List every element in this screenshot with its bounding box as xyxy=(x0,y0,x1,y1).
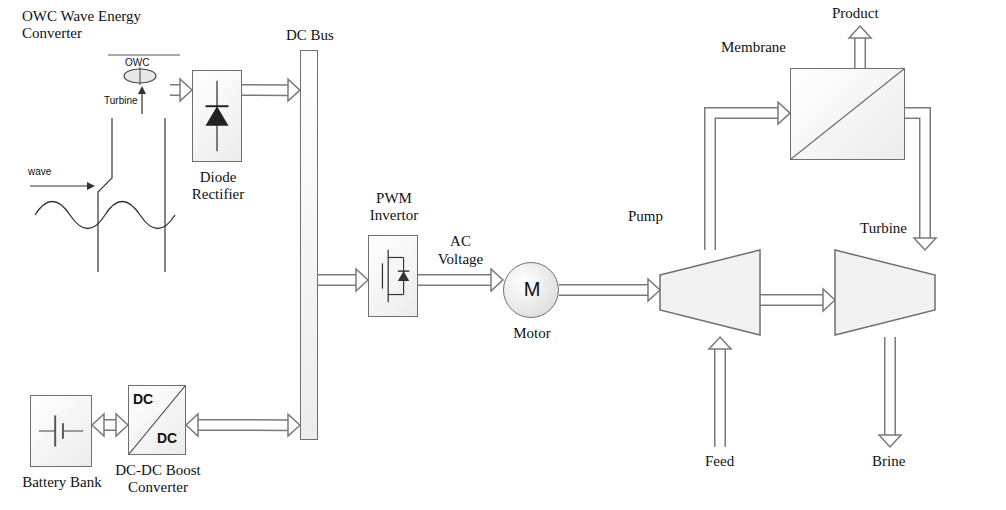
bus-symbol xyxy=(301,51,317,439)
stream-arrow xyxy=(879,337,901,447)
arrow-outline xyxy=(242,84,289,96)
owc-turbine-shaft xyxy=(140,67,141,85)
arrow-outline xyxy=(760,294,824,306)
arrow-head xyxy=(92,414,104,436)
node-label: Pump xyxy=(628,208,678,225)
node-label: wave xyxy=(28,166,68,177)
stream-label: Feed xyxy=(705,452,734,470)
arrow-outline xyxy=(854,37,866,68)
stream-label: Brine xyxy=(872,452,905,470)
pump-symbol xyxy=(660,250,760,335)
node-label: DC xyxy=(157,430,187,446)
arrow-head xyxy=(288,79,300,101)
node-label: DC Bus xyxy=(279,27,341,44)
membrane-symbol xyxy=(791,69,904,159)
dc-bus-bar: DC Bus xyxy=(300,50,318,440)
node-label: Diode Rectifier xyxy=(178,169,258,203)
arrow-head xyxy=(849,26,871,38)
node-label: DC-DC Boost Converter xyxy=(108,462,208,496)
node-label: Turbine xyxy=(104,95,144,106)
node-label: Membrane xyxy=(721,39,791,56)
turbine-pointer-head xyxy=(138,86,146,94)
node-label: Battery Bank xyxy=(12,474,112,491)
arrow-outline xyxy=(418,274,492,286)
rectifier-box: Diode Rectifier xyxy=(192,70,242,162)
wave-arrow xyxy=(30,185,88,186)
wave-energy-converter: OWC Wave Energy ConverterOWC Turbine wave xyxy=(20,8,170,270)
stream-label: Product xyxy=(832,4,879,22)
turbine-shape: Turbine xyxy=(835,250,935,335)
arrow-head xyxy=(823,289,835,311)
igbt-symbol xyxy=(369,236,417,316)
wave-arrow-head xyxy=(87,182,95,190)
arrow-head xyxy=(648,279,660,301)
node-label: OWC Wave Energy Converter xyxy=(22,8,167,42)
arrow-head xyxy=(709,337,731,349)
arrow-head xyxy=(186,414,198,436)
block-arrow xyxy=(905,113,936,250)
node-label: PWM Invertor xyxy=(354,190,434,224)
block-arrow xyxy=(318,269,368,291)
arrow-head xyxy=(180,79,192,101)
turbine-symbol xyxy=(835,250,935,335)
block-arrow xyxy=(186,414,300,436)
inverter-box: PWM Invertor xyxy=(368,235,418,317)
arrow-body xyxy=(710,113,779,250)
arrow-body xyxy=(559,285,649,294)
node-label: OWC xyxy=(125,57,155,68)
block-arrow xyxy=(418,269,503,291)
arrow-outline xyxy=(318,274,357,286)
edge-label: AC Voltage xyxy=(431,232,491,268)
arrow-body xyxy=(856,37,865,68)
arrow-body xyxy=(760,295,824,304)
arrow-outline xyxy=(103,419,117,431)
diode-symbol xyxy=(193,71,241,161)
motor-circle: MMotor xyxy=(503,262,559,318)
arrow-outline xyxy=(710,113,779,250)
arrow-outline xyxy=(714,348,726,447)
block-arrow xyxy=(760,289,835,311)
membrane-box: Membrane xyxy=(790,68,905,160)
arrow-body xyxy=(905,113,925,239)
block-arrow xyxy=(92,414,128,436)
arrow-outline xyxy=(559,284,649,296)
arrow-body xyxy=(103,420,117,429)
arrow-body xyxy=(716,348,725,447)
arrow-body xyxy=(418,275,492,284)
wave-curve xyxy=(35,202,175,229)
arrow-head xyxy=(116,414,128,436)
block-arrow xyxy=(242,79,300,101)
arrow-outline xyxy=(905,113,925,239)
node-label: Motor xyxy=(492,325,572,342)
owc-top-line xyxy=(108,54,180,55)
chamber-right-wall xyxy=(164,118,165,272)
block-arrow xyxy=(559,279,660,301)
converter-box: DCDCDC-DC Boost Converter xyxy=(128,385,186,455)
arrow-head xyxy=(491,269,503,291)
turbine-pointer xyxy=(141,92,142,114)
arrow-head xyxy=(914,238,936,250)
node-label: Turbine xyxy=(860,220,920,237)
arrow-body xyxy=(242,85,289,94)
arrow-outline xyxy=(884,337,896,436)
node-label: M xyxy=(504,278,560,301)
arrow-body xyxy=(318,276,357,285)
arrow-body xyxy=(197,420,289,429)
battery-box: Battery Bank xyxy=(30,395,92,467)
node-label: DC xyxy=(133,391,163,407)
arrow-head xyxy=(778,102,790,124)
stream-arrow xyxy=(849,26,871,68)
stream-arrow xyxy=(709,337,731,447)
arrow-head xyxy=(879,435,901,447)
arrow-head xyxy=(356,269,368,291)
arrow-body xyxy=(886,337,895,436)
pump-shape: Pump xyxy=(660,250,760,335)
battery-symbol xyxy=(31,396,91,466)
block-arrow xyxy=(710,102,790,250)
arrow-head xyxy=(288,414,300,436)
block-arrow xyxy=(170,79,192,101)
arrow-outline xyxy=(197,419,289,431)
chamber-left-wall xyxy=(98,118,112,272)
